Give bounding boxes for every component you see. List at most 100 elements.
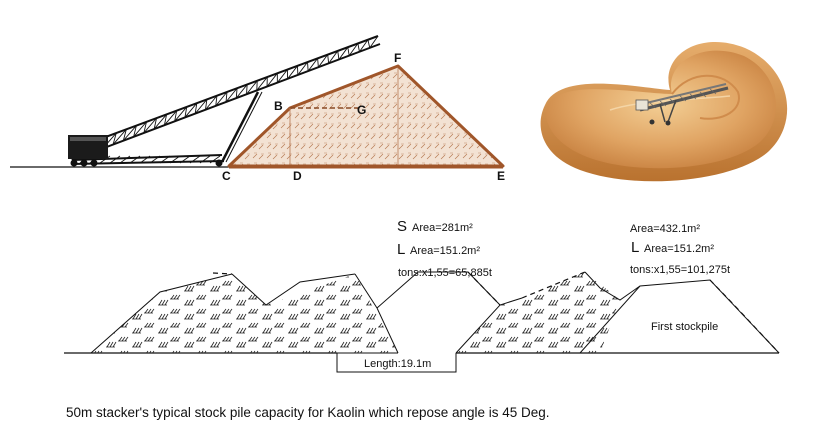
truss-member: [143, 121, 147, 134]
pile-1-tons: tons:x1,55=65,885t: [398, 267, 492, 279]
base-truss-member: [139, 155, 151, 164]
base-truss-member: [119, 155, 131, 164]
truss-member: [163, 114, 168, 126]
mini-stacker: [635, 83, 729, 126]
pile-first-stockpile: [579, 279, 780, 354]
pile-right-outline-2: [584, 271, 641, 301]
truss-member: [122, 129, 127, 141]
pile-1-area-l: Area=151.2m²: [410, 245, 480, 257]
truss-member: [276, 69, 288, 83]
truss-member: [153, 118, 157, 130]
truss-member: [367, 39, 371, 48]
pile-left-dashed-1: [467, 271, 501, 306]
point-b-label: B: [274, 99, 283, 113]
base-truss-member: [209, 155, 221, 164]
pile-left-s: [91, 274, 398, 353]
pile-left-outline-5: [376, 307, 399, 354]
stacker-section: F B G C D E: [10, 35, 505, 183]
truss-member: [112, 129, 127, 145]
point-e-label: E: [497, 169, 505, 183]
truss-member: [246, 80, 258, 95]
stockpile-cross-section: S Area=281m² L Area=151.2m² tons:x1,55=6…: [64, 218, 780, 373]
truss-member: [174, 106, 188, 122]
truss-member: [133, 121, 147, 138]
truss-member: [194, 103, 198, 114]
truss-member: [153, 114, 167, 130]
truss-member: [143, 117, 157, 134]
truss-member: [256, 76, 268, 91]
l-marker-1: L: [397, 241, 405, 258]
truss-member: [338, 46, 349, 60]
truss-member: [369, 35, 379, 49]
point-g-label: G: [357, 103, 366, 117]
truss-member: [205, 95, 218, 111]
pile-right-dashed-1: [521, 271, 586, 299]
truss-member: [174, 110, 178, 122]
truss-member: [194, 99, 208, 114]
truss-member: [235, 84, 248, 99]
truss-member: [359, 39, 369, 52]
base-truss-member: [159, 155, 171, 164]
pile-1-area-s: Area=281m²: [412, 222, 473, 234]
pile-left-outline-3: [354, 273, 378, 309]
base-truss-member: [99, 155, 111, 164]
truss-member: [318, 54, 329, 68]
truss-member: [347, 47, 350, 56]
truss-member: [164, 110, 178, 126]
truss-member: [205, 99, 208, 110]
point-f-label: F: [394, 51, 401, 65]
truss-member: [307, 58, 318, 72]
truss-member: [215, 95, 218, 106]
truss-member: [337, 50, 340, 60]
base-truss-member: [199, 155, 211, 164]
truss-member: [112, 132, 117, 145]
pile-2-tons: tons:x1,55=101,275t: [630, 264, 730, 276]
length-box: [336, 353, 457, 373]
point-c-label: C: [222, 169, 231, 183]
truss-member: [122, 125, 137, 141]
truss-member: [348, 43, 359, 56]
truss-member: [235, 88, 238, 99]
s-marker: S: [397, 218, 407, 235]
pile-left-outline-1: [90, 273, 233, 354]
truss-member: [357, 43, 360, 52]
base-truss-member: [189, 155, 201, 164]
caption: 50m stacker's typical stock pile capacit…: [66, 405, 550, 420]
pile-right-dashed-2: [709, 279, 736, 307]
truss-member: [307, 62, 309, 72]
base-truss-member: [179, 155, 191, 164]
l-marker-2: L: [631, 239, 639, 256]
base-truss-member: [129, 155, 141, 164]
stacker-boom: [68, 35, 381, 167]
truss-member: [215, 91, 228, 107]
truss-member: [246, 84, 248, 95]
truss-member: [225, 91, 228, 103]
pile-right-dashed-3: [734, 305, 780, 354]
truss-member: [184, 106, 188, 118]
first-stockpile-label: First stockpile: [651, 321, 718, 333]
base-truss-member: [169, 155, 181, 164]
pile-left-dashed-2: [212, 272, 233, 275]
base-truss-member: [149, 155, 161, 164]
pile-right-outline-1: [455, 297, 523, 354]
sand-ridge: [671, 74, 740, 120]
truss-member: [287, 65, 298, 80]
truss-member: [327, 54, 330, 64]
pile-left-outline-2: [231, 273, 356, 306]
sand-pile-render: [540, 42, 788, 182]
truss-member: [297, 61, 308, 76]
pile-2-area-l: Area=151.2m²: [644, 243, 714, 255]
truss-member: [133, 125, 137, 137]
point-d-label: D: [293, 169, 302, 183]
length-label: Length:19.1m: [364, 358, 431, 370]
pile-right-l: [456, 272, 620, 353]
truss-member: [328, 50, 339, 64]
truss-member: [266, 73, 278, 87]
base-truss-member: [109, 155, 121, 164]
pile-2-area-total: Area=432.1m²: [630, 223, 700, 235]
truss-member: [225, 87, 238, 103]
sand-highlight: [609, 95, 731, 111]
truss-member: [184, 102, 198, 118]
truss-member: [317, 58, 319, 68]
